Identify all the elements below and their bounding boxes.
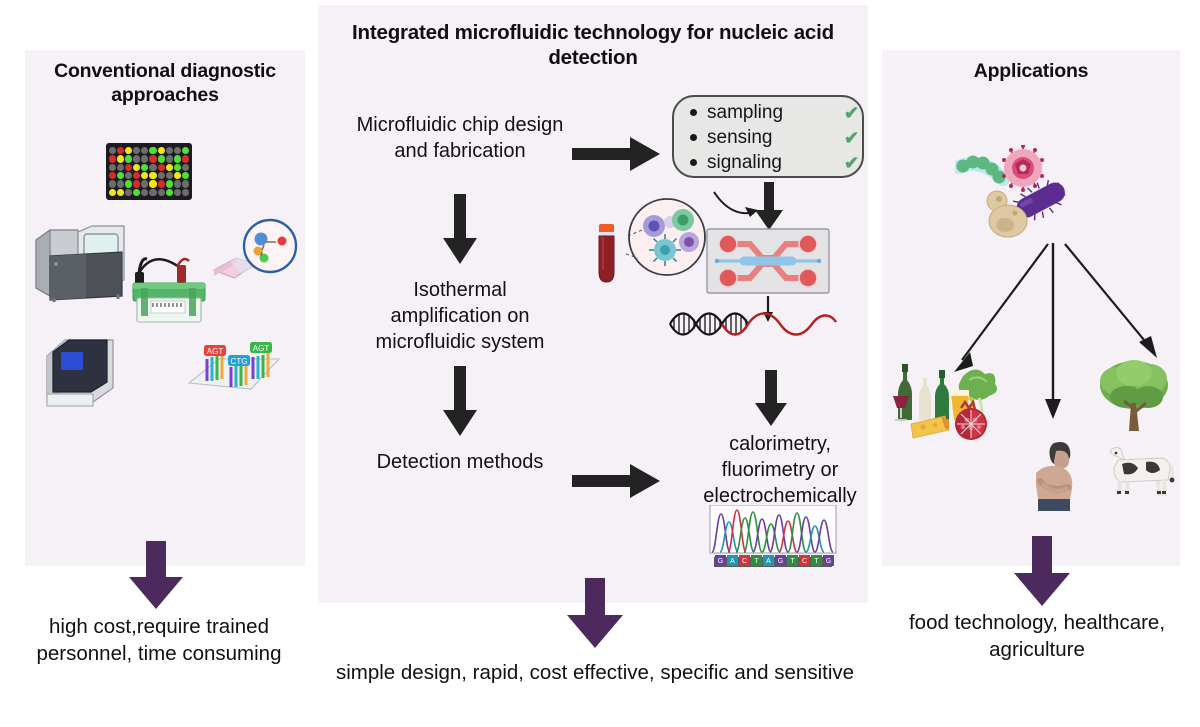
svg-text:C: C bbox=[742, 558, 747, 565]
real-time-pcr-machine-icon bbox=[43, 334, 123, 412]
blood-collection-tube-icon bbox=[594, 222, 620, 284]
person-with-stomach-pain-icon bbox=[1024, 437, 1084, 511]
svg-text:T: T bbox=[814, 558, 819, 565]
pomegranate-icon bbox=[955, 398, 987, 440]
microfluidic-chip-icon bbox=[706, 228, 830, 294]
svg-text:C: C bbox=[802, 558, 807, 565]
panel-title-right: Applications bbox=[973, 60, 1089, 82]
microplate-array-icon bbox=[106, 143, 192, 200]
panel-title-left: Conventional diagnostic approaches bbox=[54, 60, 276, 106]
svg-text:G: G bbox=[718, 558, 723, 565]
pill-label-signaling: signaling bbox=[707, 151, 782, 173]
outcome-text-left: high cost,require trained personnel, tim… bbox=[36, 615, 282, 666]
panel-title-center: Integrated microfluidic technology for n… bbox=[352, 21, 834, 69]
gel-electrophoresis-tank-icon bbox=[131, 253, 209, 325]
pill-label-sensing: sensing bbox=[707, 126, 773, 148]
arrow-right-chip-to-pill bbox=[572, 137, 660, 171]
pill-item-sampling: sampling ✔ bbox=[690, 100, 866, 125]
arrow-down-isothermal-to-detection bbox=[443, 366, 477, 436]
pill-label-sampling: sampling bbox=[707, 101, 784, 123]
bullet-icon bbox=[690, 159, 697, 166]
step-label-readout-modes: calorimetry, fluorimetry or electrochemi… bbox=[703, 433, 857, 507]
pill-item-signaling: signaling ✔ bbox=[690, 150, 866, 175]
sampling-sensing-signaling-box bbox=[672, 95, 864, 178]
outcome-text-center: simple design, rapid, cost effective, sp… bbox=[335, 661, 855, 684]
virus-particle-icon bbox=[1002, 144, 1044, 192]
dna-double-helix-icon bbox=[668, 308, 838, 340]
bacteria-chain-icon bbox=[952, 155, 1010, 186]
cow-icon bbox=[1108, 444, 1176, 496]
svg-text:A: A bbox=[766, 558, 771, 565]
svg-text:G: G bbox=[826, 558, 831, 565]
svg-text:A: A bbox=[730, 558, 735, 565]
sanger-chromatogram-icon: G A C T A G T C T G bbox=[706, 504, 840, 571]
dna-chip-array-icon: AGT CTG AGT bbox=[185, 337, 283, 399]
outcome-arrow-center bbox=[567, 578, 623, 648]
pill-item-sensing: sensing ✔ bbox=[690, 125, 866, 150]
bullet-icon bbox=[690, 134, 697, 141]
step-label-chip-design: Microfluidic chip design and fabrication bbox=[356, 114, 564, 162]
microbes-group-icon bbox=[952, 144, 1095, 255]
arrow-down-pill-to-chip bbox=[755, 182, 783, 230]
arrow-right-detection-to-readout bbox=[572, 464, 660, 498]
food-and-beverages-icon bbox=[893, 358, 1003, 444]
svg-text:G: G bbox=[778, 558, 783, 565]
tree-icon bbox=[1098, 355, 1170, 433]
arrow-branch-left-to-food bbox=[940, 240, 1052, 380]
check-icon: ✔ bbox=[844, 102, 860, 123]
svg-text:T: T bbox=[790, 558, 795, 565]
step-label-isothermal-amplification: Isothermal amplification on microfluidic… bbox=[375, 279, 545, 353]
check-icon: ✔ bbox=[844, 152, 860, 173]
arrow-down-chip-to-isothermal bbox=[443, 194, 477, 264]
svg-text:CTG: CTG bbox=[231, 357, 248, 366]
svg-text:AGT: AGT bbox=[207, 347, 224, 356]
outcome-arrow-left bbox=[129, 541, 183, 609]
step-label-detection-methods: Detection methods bbox=[376, 451, 544, 473]
benchtop-sequencer-icon bbox=[34, 222, 130, 304]
svg-text:AGT: AGT bbox=[253, 344, 270, 353]
base-call-track: G A C T A G T C T G bbox=[714, 555, 834, 567]
svg-text:T: T bbox=[754, 558, 759, 565]
pill-item-list: sampling ✔ sensing ✔ signaling ✔ bbox=[690, 100, 866, 175]
arrow-branch-center-to-person bbox=[1041, 243, 1065, 423]
arrow-down-readout bbox=[755, 370, 787, 426]
magnified-cells-circle-icon bbox=[625, 196, 708, 278]
outcome-text-right: food technology, healthcare, agriculture bbox=[908, 611, 1166, 662]
outcome-arrow-right bbox=[1014, 536, 1070, 606]
bullet-icon bbox=[690, 109, 697, 116]
check-icon: ✔ bbox=[844, 127, 860, 148]
yeast-cell-icon bbox=[986, 190, 1028, 238]
cheese-icon bbox=[910, 415, 950, 439]
arrow-branch-right-to-agriculture bbox=[1063, 240, 1167, 366]
arrow-curved-cells-to-chip bbox=[712, 190, 764, 222]
microplate-reader-lens-icon bbox=[212, 218, 298, 290]
